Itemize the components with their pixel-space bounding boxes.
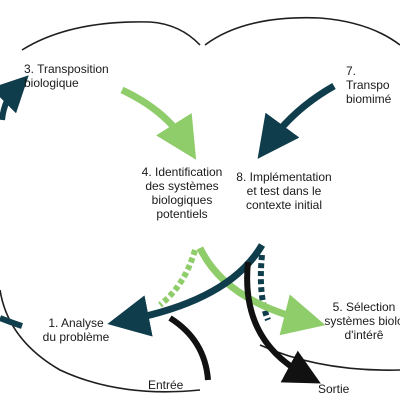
exit-label: Sortie	[318, 382, 350, 396]
step1-label: 1. Analyse du problème	[42, 316, 110, 344]
step8-label: 8. Implémentation et test dans le contex…	[236, 170, 332, 212]
entry-label: Entrée	[148, 378, 184, 392]
step5-label: 5. Sélection systèmes biolo d'intérê	[324, 300, 400, 342]
step4-label: 4. Identification des systèmes biologiqu…	[141, 165, 223, 221]
dashed-dark-path	[257, 254, 271, 322]
arrow-left-cycle-upper	[0, 75, 29, 121]
left-cycle-outline	[21, 21, 201, 51]
exit-arrow	[244, 261, 321, 384]
arrow-step3-to-step4	[120, 86, 197, 160]
arrow-step7-to-step8	[257, 82, 336, 159]
right-cycle-outline	[204, 16, 400, 46]
arrow-step8-to-step1	[107, 243, 266, 337]
step7-label: 7. Transpo biomimé	[346, 64, 392, 106]
arrow-to-step1	[0, 315, 23, 329]
dashed-green-path	[158, 249, 198, 308]
entry-curve	[168, 315, 211, 381]
arrow-step4-to-step5	[196, 246, 326, 336]
step3-label: 3. Transposition biologique	[24, 62, 109, 90]
